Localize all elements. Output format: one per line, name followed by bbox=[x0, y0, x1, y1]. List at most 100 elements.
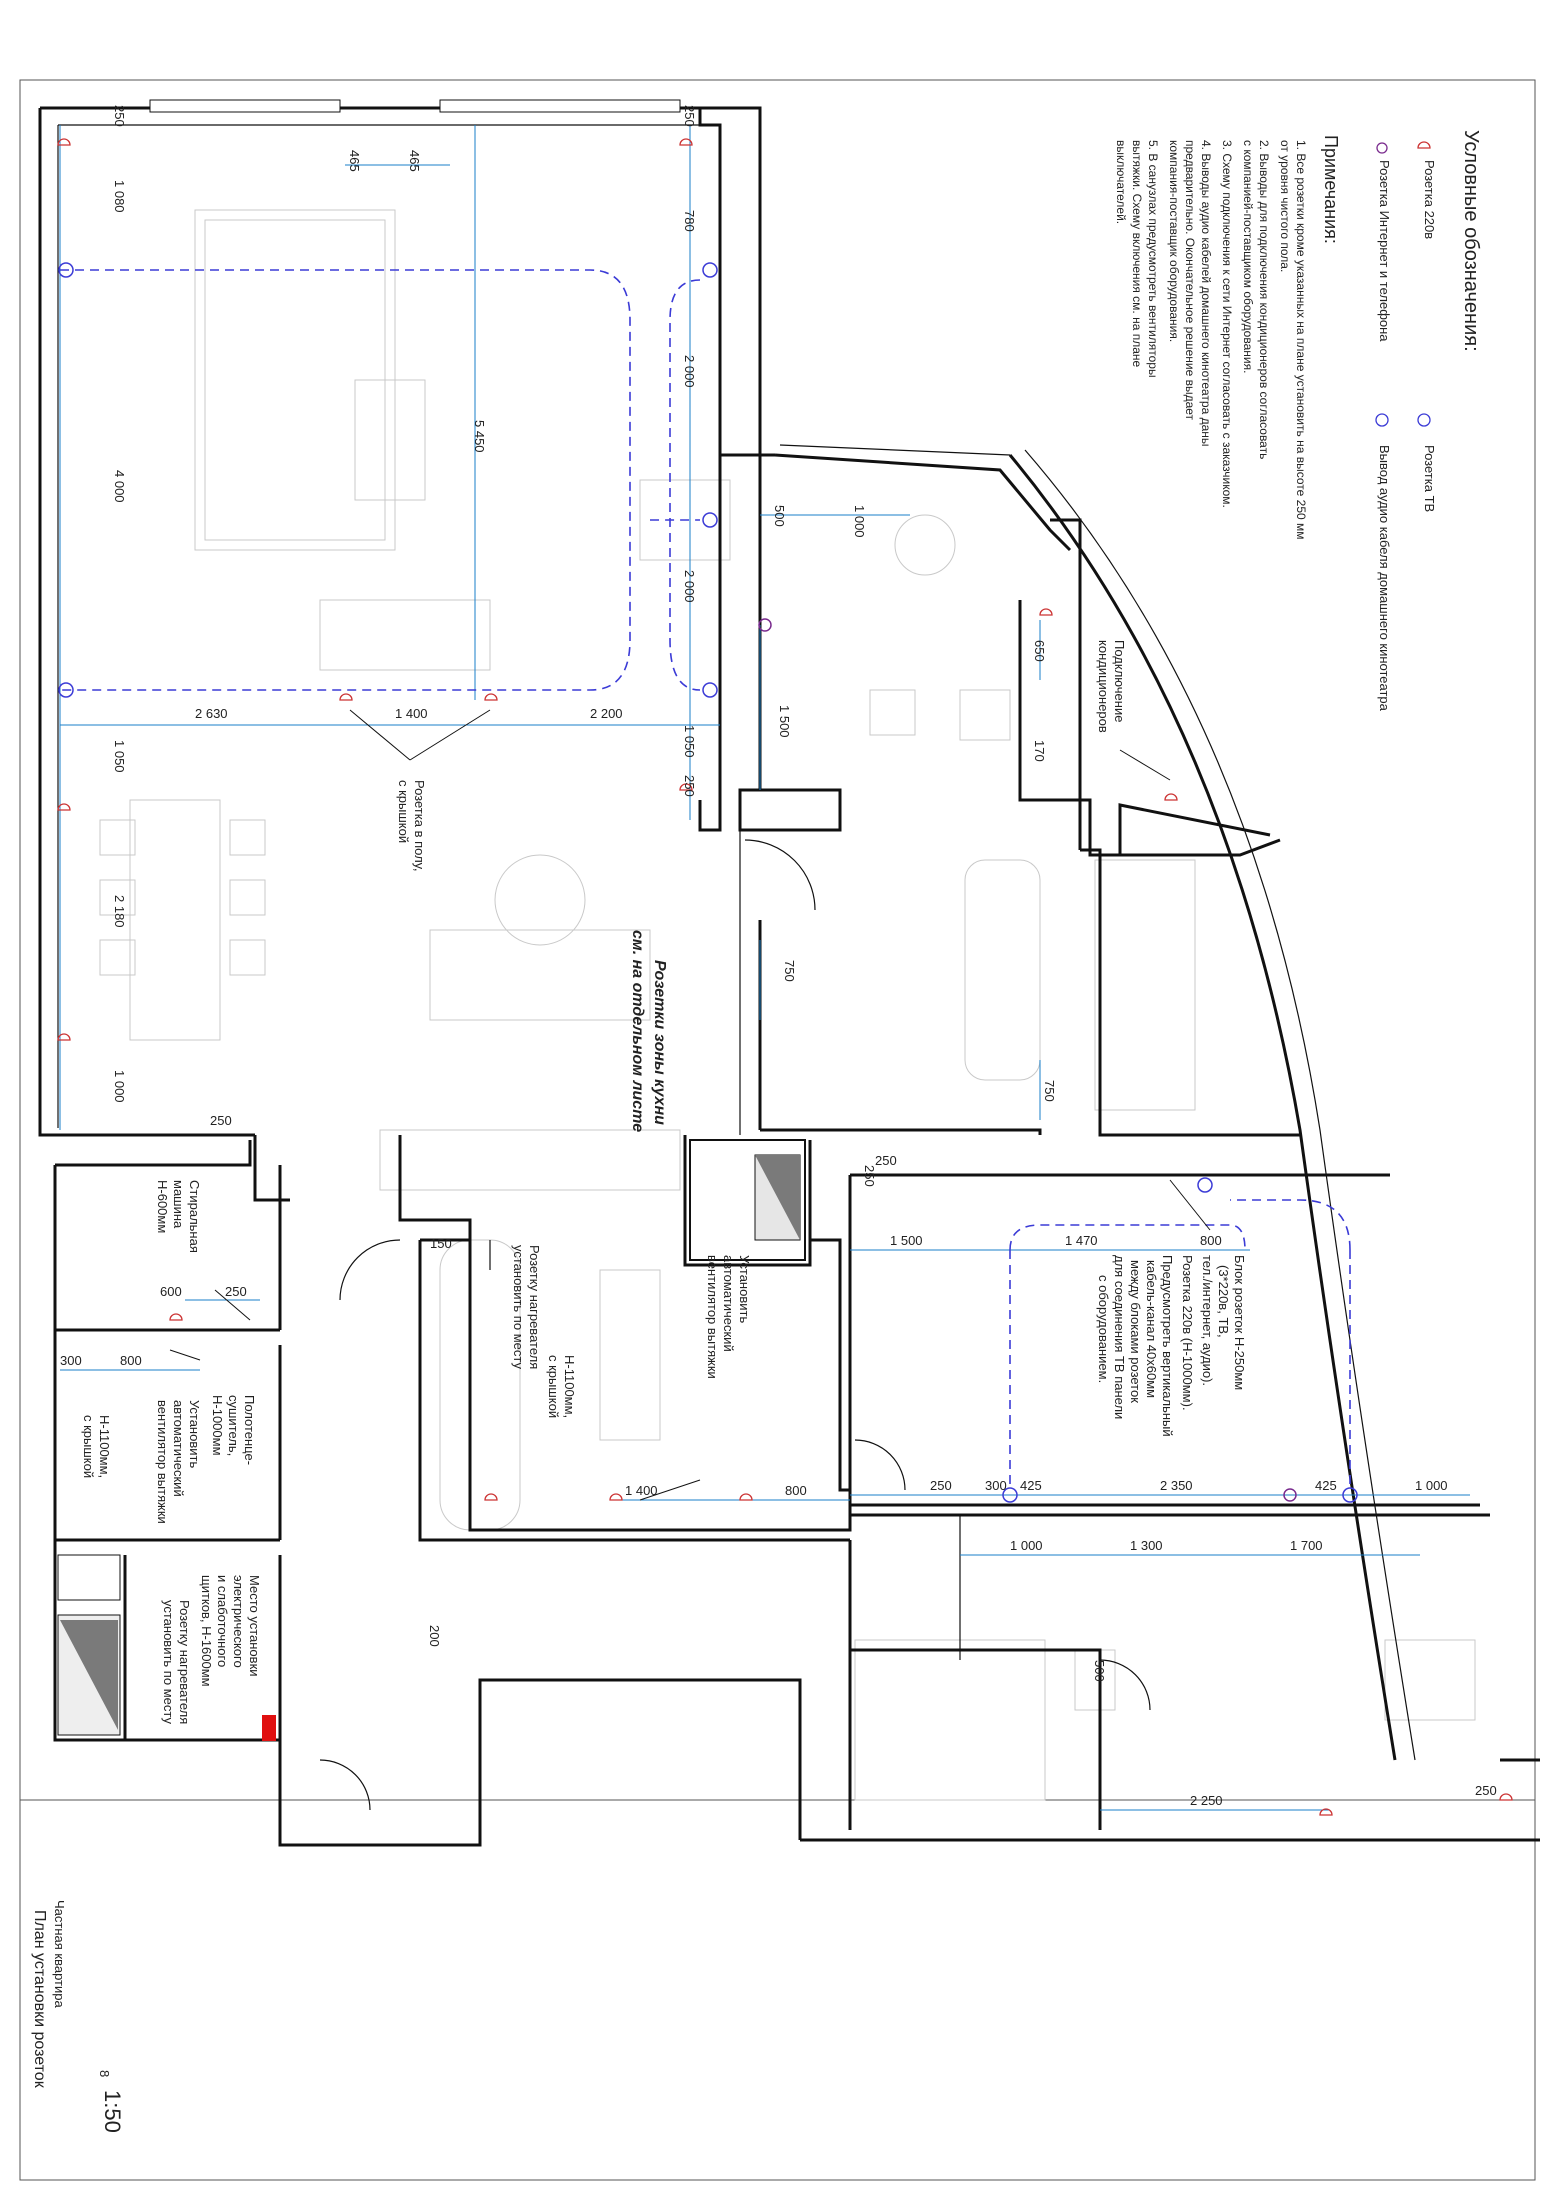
dimension-label: 300 bbox=[985, 1478, 1007, 1493]
dimension-label: 170 bbox=[1032, 740, 1047, 762]
tv-block-label: тел./интернет, аудио). bbox=[1200, 1255, 1215, 1386]
dimension-label: 750 bbox=[782, 960, 797, 982]
note-line: 3. Схему подключения к сети Интернет сог… bbox=[1220, 140, 1234, 508]
vertical-small-dimensions: 250 200 500 bbox=[427, 1165, 1107, 1682]
vent-bath-label: Установить bbox=[737, 1255, 752, 1323]
dimension-label: 2 000 bbox=[682, 570, 697, 603]
dimension-label: 250 bbox=[875, 1153, 897, 1168]
dimension-label: 600 bbox=[160, 1284, 182, 1299]
dimension-label: 250 bbox=[225, 1284, 247, 1299]
dimension-label: 780 bbox=[682, 210, 697, 232]
sheet-title: План установки розеток bbox=[31, 1910, 48, 2089]
dimension-label: 2 630 bbox=[195, 706, 228, 721]
dimension-label: 5 450 bbox=[472, 420, 487, 453]
tv-socket-icon bbox=[702, 262, 718, 278]
dimension-label: 1 500 bbox=[890, 1233, 923, 1248]
dimension-label: 150 bbox=[430, 1236, 452, 1251]
note-line: вытяжки. Схему включения см. на плане bbox=[1130, 140, 1144, 368]
cable-channel-label: с оборудованием. bbox=[1096, 1275, 1111, 1383]
dimension-label: 300 bbox=[60, 1353, 82, 1368]
kitchen-note: см. на отдельном листе bbox=[629, 930, 646, 1132]
socket-220-icon bbox=[679, 783, 693, 791]
panel-label: и слаботочного bbox=[215, 1575, 230, 1667]
note-line: выключателей. bbox=[1114, 140, 1128, 224]
panel-label: электрического bbox=[231, 1575, 246, 1668]
note-line: 1. Все розетки кроме указанных на плане … bbox=[1294, 140, 1308, 540]
vent-bath-label: вентилятор вытяжки bbox=[705, 1255, 720, 1379]
socket-220-icon bbox=[1039, 608, 1053, 616]
socket-220-icon bbox=[484, 1493, 498, 1501]
floor-socket-label: Розетка в полу, bbox=[412, 780, 427, 871]
horizontal-dimensions: 2 630 1 400 2 200 250 250 150 600 250 30… bbox=[60, 706, 1497, 1808]
legend-icons bbox=[1375, 141, 1431, 427]
heater-left-label: установить по месту bbox=[161, 1600, 176, 1724]
ac-label: кондиционеров bbox=[1096, 640, 1111, 733]
walls bbox=[38, 99, 1540, 1847]
ac-label: Подключение bbox=[1112, 640, 1127, 722]
note-line: с компанией-поставщиком оборудования. bbox=[1241, 140, 1255, 373]
dimension-label: 250 bbox=[930, 1478, 952, 1493]
h1100-left-label: H-1100мм, bbox=[97, 1415, 112, 1478]
socket-220-icon bbox=[169, 1313, 183, 1321]
socket-220-icon bbox=[1499, 1793, 1513, 1801]
note-line: от уровня чистого пола. bbox=[1278, 140, 1292, 272]
project-name: Частная квартира bbox=[52, 1900, 67, 2008]
note-line: предварительно. Окончательное решение вы… bbox=[1183, 140, 1197, 421]
vent-left-label: Установить bbox=[187, 1400, 202, 1468]
sockets bbox=[57, 138, 1513, 1816]
legend-title: Условные обозначения: bbox=[1460, 130, 1482, 352]
sheet-frame bbox=[19, 79, 1536, 2181]
dimension-label: 465 bbox=[347, 150, 362, 172]
dimension-label: 1 500 bbox=[777, 705, 792, 738]
cable-channel-label: для соединения ТВ панели bbox=[1112, 1255, 1127, 1419]
note-line: 4. Выводы аудио кабелей домашнего киноте… bbox=[1199, 140, 1213, 447]
dimension-label: 1 400 bbox=[625, 1483, 658, 1498]
dimension-label: 1 700 bbox=[1290, 1538, 1323, 1553]
dimension-label: 250 bbox=[682, 775, 697, 797]
dimension-label: 2 200 bbox=[590, 706, 623, 721]
dimension-label: 425 bbox=[1020, 1478, 1042, 1493]
legend-home-cinema-label: Вывод аудио кабеля домашнего кинотеатра bbox=[1377, 445, 1392, 712]
dimension-label: 1 470 bbox=[1065, 1233, 1098, 1248]
socket-220-icon bbox=[57, 138, 71, 146]
floor-socket-label: с крышкой bbox=[396, 780, 411, 843]
dimension-label: 2 250 bbox=[1190, 1793, 1223, 1808]
sheet-number: 8 bbox=[97, 2070, 112, 2077]
dimension-label: 4 000 bbox=[112, 470, 127, 503]
h1100-left-label: с крышкой bbox=[81, 1415, 96, 1478]
dimension-label: 500 bbox=[772, 505, 787, 527]
dimension-label: 1 000 bbox=[112, 1070, 127, 1103]
tv-block-label: Блок розеток H-250мм bbox=[1232, 1255, 1247, 1390]
dimension-label: 800 bbox=[120, 1353, 142, 1368]
dimension-label: 1 000 bbox=[852, 505, 867, 538]
audio-output-icon bbox=[1002, 1487, 1018, 1503]
tv-socket-icon bbox=[58, 262, 74, 278]
tv-socket-icon bbox=[702, 512, 718, 528]
socket-1000-label: Розетка 220в (H-1000мм). bbox=[1180, 1255, 1195, 1411]
rotated-annotations: Условные обозначения: Розетка 220в Розет… bbox=[31, 105, 1482, 2133]
tv-block-label: (3*220в, ТВ, bbox=[1216, 1265, 1231, 1338]
dimension-label: 1 000 bbox=[1415, 1478, 1448, 1493]
socket-220-icon bbox=[57, 803, 71, 811]
h1100-bath-label: с крышкой bbox=[546, 1355, 561, 1418]
washer-label: H-600мм bbox=[155, 1180, 170, 1233]
leader-lines bbox=[169, 709, 1211, 1501]
dimension-label: 1 000 bbox=[1010, 1538, 1043, 1553]
tv-socket-icon bbox=[58, 682, 74, 698]
socket-220-icon bbox=[1319, 1808, 1333, 1816]
dimension-label: 2 000 bbox=[682, 355, 697, 388]
floor-socket-icon bbox=[339, 693, 353, 701]
notes-title: Примечания: bbox=[1321, 135, 1341, 244]
note-line: 5. В санузлах предусмотреть вентиляторы bbox=[1146, 140, 1160, 378]
note-line: компания-поставщик оборудования. bbox=[1167, 140, 1181, 342]
legend-socket-net-label: Розетка Интернет и телефона bbox=[1377, 160, 1392, 342]
washer-label: машина bbox=[171, 1180, 186, 1229]
socket-220-icon bbox=[57, 1033, 71, 1041]
heater-bath-label: установить по месту bbox=[511, 1245, 526, 1369]
note-line: 2. Выводы для подключения кондиционеров … bbox=[1257, 140, 1271, 459]
legend-socket-220-label: Розетка 220в bbox=[1422, 160, 1437, 239]
panel-label: Место установки bbox=[247, 1575, 262, 1677]
socket-220-icon bbox=[1164, 793, 1178, 801]
scale-value: 1:50 bbox=[100, 2090, 125, 2133]
dimension-label: 425 bbox=[1315, 1478, 1337, 1493]
